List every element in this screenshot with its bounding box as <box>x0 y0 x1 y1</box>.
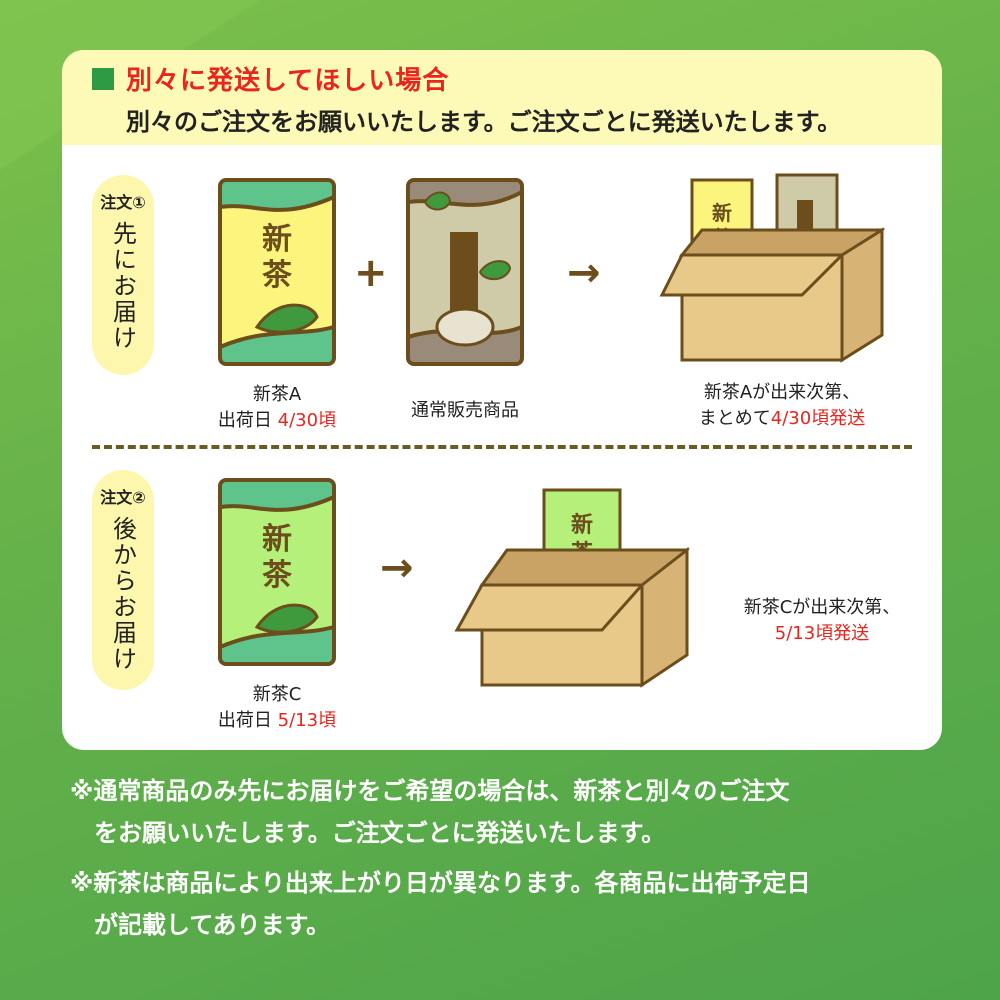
order2-pill: 注文② 後からお届け <box>92 470 154 690</box>
item-b-name: 通常販売商品 <box>411 400 519 421</box>
arrow-right-icon-2: → <box>380 545 414 591</box>
item-a-ship-date: 4/30頃 <box>277 410 337 431</box>
item-a-label: 新茶A 出荷日 4/30頃 <box>202 382 352 434</box>
note-line-3: ※新茶は商品により出来上がり日が異なります。各商品に出荷予定日 <box>70 869 811 897</box>
order2-label: 後からお届け <box>108 516 137 672</box>
order2-result: 新茶Cが出来次第、 5/13頃発送 <box>722 595 922 647</box>
tea-package-green-icon: 新 茶 <box>218 478 336 666</box>
cardboard-box-icon-2: 新 茶 <box>454 488 690 688</box>
tea-package-brown-icon <box>406 178 524 366</box>
note-line-2: をお願いいたします。ご注文ごとに発送いたします。 <box>70 819 666 847</box>
divider-dashed <box>92 445 912 449</box>
item-a-name: 新茶A <box>252 384 302 405</box>
order1-result-date: 4/30頃発送 <box>770 408 866 429</box>
order1-pill: 注文① 先にお届け <box>92 175 154 375</box>
header-title: 別々に発送してほしい場合 <box>126 66 450 96</box>
package-a-text-2: 茶 <box>262 258 293 293</box>
svg-text:新: 新 <box>571 512 593 538</box>
card-header: 別々に発送してほしい場合 別々のご注文をお願いいたします。ご注文ごとに発送いたし… <box>62 50 942 145</box>
order2-result-date: 5/13頃発送 <box>774 623 870 644</box>
cardboard-box-icon: 新 茶 <box>659 173 886 363</box>
order2-tag: 注文② <box>100 488 146 507</box>
svg-text:新: 新 <box>262 522 292 557</box>
order2-result-line1: 新茶Cが出来次第、 <box>743 597 901 618</box>
order1-tag: 注文① <box>100 193 146 212</box>
order1-label: 先にお届け <box>108 221 137 351</box>
item-c-name: 新茶C <box>252 684 302 705</box>
item-c-label: 新茶C 出荷日 5/13頃 <box>202 682 352 734</box>
header-square-icon <box>92 68 114 90</box>
note-line-1: ※通常商品のみ先にお届けをご希望の場合は、新茶と別々のご注文 <box>70 777 790 805</box>
item-c-ship-date: 5/13頃 <box>277 710 337 731</box>
tea-package-yellow-icon: 新 茶 <box>218 178 336 366</box>
item-c-ship-prefix: 出荷日 <box>217 710 272 731</box>
info-card: 別々に発送してほしい場合 別々のご注文をお願いいたします。ご注文ごとに発送いたし… <box>62 50 942 750</box>
teapot-icon <box>435 307 495 347</box>
header-subtitle: 別々のご注文をお願いいたします。ご注文ごとに発送いたします。 <box>126 108 842 136</box>
note-line-4: が記載してあります。 <box>70 911 331 939</box>
svg-text:新: 新 <box>712 201 732 225</box>
arrow-right-icon: → <box>567 250 601 296</box>
svg-text:茶: 茶 <box>262 558 293 593</box>
order1-result: 新茶Aが出来次第、 まとめて4/30頃発送 <box>662 380 902 432</box>
order1-result-prefix: まとめて <box>698 408 771 429</box>
package-a-text-1: 新 <box>262 222 292 257</box>
order1-result-line1: 新茶Aが出来次第、 <box>703 382 861 403</box>
item-a-ship-prefix: 出荷日 <box>217 410 272 431</box>
plus-icon: + <box>354 250 388 296</box>
